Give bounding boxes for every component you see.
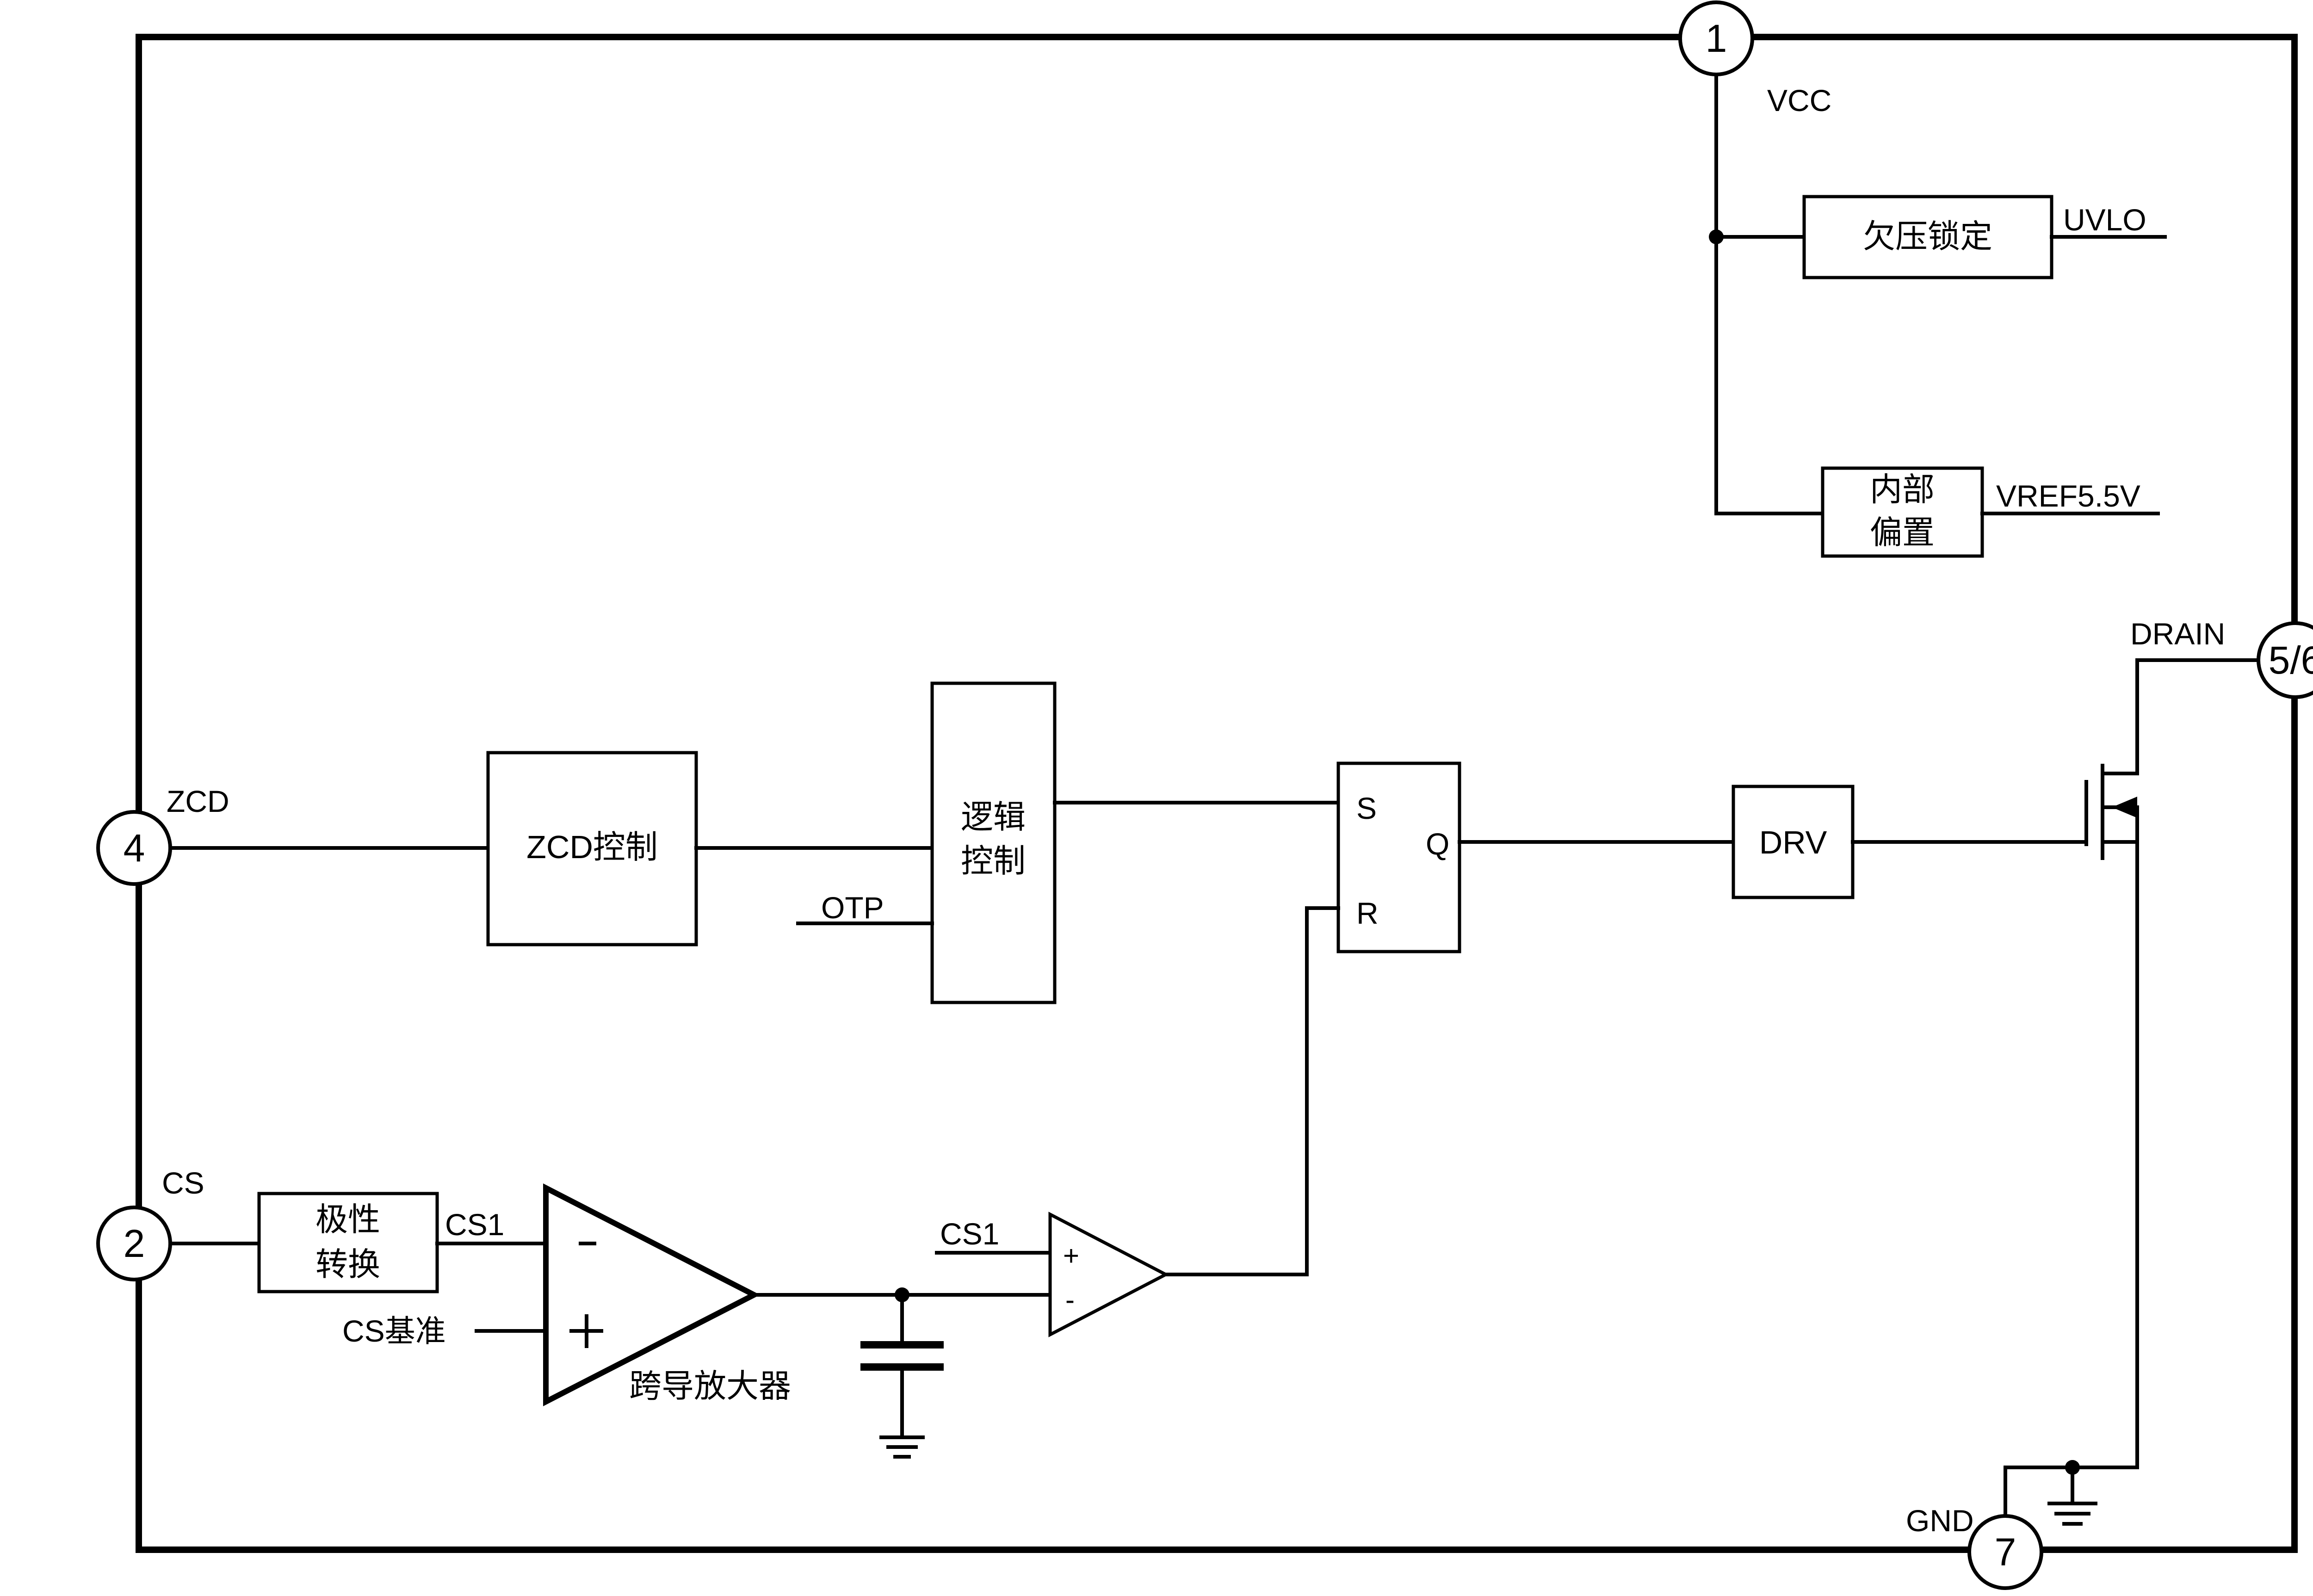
- gnd-symbol-power: [2047, 1466, 2097, 1526]
- cs1-signal-label-b: CS1: [940, 1217, 999, 1251]
- pwm-comparator: [1048, 1212, 1169, 1337]
- pin-2: [96, 1206, 172, 1281]
- polarity-label-line2: 转换: [315, 1246, 380, 1282]
- internal-bias-block: [1821, 466, 1984, 558]
- ota-label: 跨导放大器: [629, 1368, 791, 1404]
- pin-2-number: 2: [124, 1222, 145, 1265]
- zcd-control-label: ZCD控制: [526, 829, 658, 865]
- chip-boundary: [136, 34, 2298, 1553]
- logic-control-block: [930, 681, 1057, 1004]
- pin-5-6: [2257, 621, 2313, 699]
- cs1-signal-label-a: CS1: [445, 1207, 504, 1242]
- vcc-label: VCC: [1767, 83, 1831, 118]
- zcd-control-block: [486, 751, 698, 946]
- cs-ref-label: CS基准: [342, 1314, 446, 1348]
- sr-latch: [1336, 761, 1461, 953]
- logic-label-line1: 逻辑: [961, 799, 1026, 835]
- comp-plus-symbol: +: [1063, 1240, 1079, 1271]
- latch-r-label: R: [1356, 896, 1379, 930]
- pin-7-number: 7: [1995, 1530, 2016, 1574]
- uvlo-block: [1802, 195, 2053, 279]
- vref-signal-label: VREF5.5V: [1996, 479, 2140, 513]
- pin-1-number: 1: [1706, 17, 1727, 60]
- zcd-label: ZCD: [167, 784, 229, 818]
- latch-q-label: Q: [1426, 827, 1449, 861]
- uvlo-block-label: 欠压锁定: [1863, 218, 1992, 254]
- driver-block: [1732, 785, 1855, 899]
- gnd-label: GND: [1906, 1503, 1974, 1538]
- power-mosfet: [2084, 658, 2139, 1469]
- logic-label-line2: 控制: [961, 843, 1026, 879]
- vcc-junction-dot: [1709, 229, 1724, 244]
- pin-5-6-number: 5/6: [2269, 638, 2313, 682]
- pin-1: [1678, 0, 1754, 76]
- gnd-symbol-cap: [879, 1435, 925, 1459]
- polarity-label-line1: 极性: [315, 1201, 380, 1237]
- bias-label-line2: 偏置: [1870, 514, 1935, 551]
- wire-comp-r: [1164, 906, 1340, 1276]
- polarity-converter-block: [257, 1192, 439, 1293]
- comp-minus-symbol: -: [1065, 1284, 1075, 1315]
- uvlo-signal-label: UVLO: [2063, 203, 2146, 237]
- bias-label-line1: 内部: [1870, 471, 1935, 507]
- ota-plus-symbol: [569, 1314, 603, 1348]
- pin-4: [96, 810, 172, 886]
- drain-label: DRAIN: [2130, 617, 2225, 651]
- driver-label: DRV: [1759, 824, 1827, 860]
- compensation-capacitor: [860, 1293, 944, 1439]
- pin-7: [1967, 1514, 2043, 1590]
- pin-4-number: 4: [124, 826, 145, 870]
- latch-s-label: S: [1356, 791, 1377, 825]
- transconductance-amplifier: [543, 1183, 761, 1406]
- cs-label: CS: [162, 1166, 204, 1200]
- otp-signal-label: OTP: [821, 891, 884, 925]
